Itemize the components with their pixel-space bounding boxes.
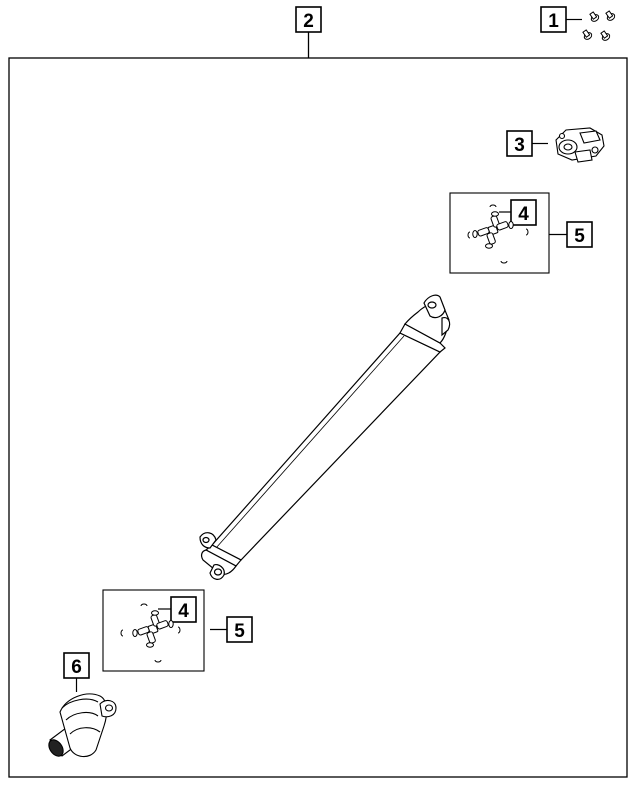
callout-4-upper-label: 4 [518,204,529,225]
callout-6-label: 6 [71,657,82,678]
callout-5-upper-label: 5 [574,226,585,247]
callout-5-lower-label: 5 [234,621,245,642]
callout-6[interactable]: 6 [63,652,90,692]
callout-3-label: 3 [514,135,525,156]
callout-2[interactable]: 2 [295,6,322,58]
assembly-frame [8,57,628,778]
callout-4-lower[interactable]: 4 [158,596,197,623]
callout-3[interactable]: 3 [506,130,548,157]
callout-5-upper[interactable]: 5 [549,221,593,248]
universal-joint-icon [467,204,529,264]
callout-4-lower-label: 4 [178,601,189,622]
universal-joint-icon-lower [120,603,181,663]
u-joint-kit-box-lower [102,589,205,672]
callout-1-label: 1 [548,11,559,32]
bolt-set-icon [582,10,616,41]
callout-2-label: 2 [303,11,314,32]
callout-4-upper[interactable]: 4 [499,199,537,226]
center-bearing-bracket-icon [555,127,605,163]
callout-5-lower[interactable]: 5 [210,616,253,643]
drive-shaft-icon [199,294,451,580]
boot-yoke-icon [48,693,117,758]
callout-1[interactable]: 1 [540,6,582,33]
u-joint-kit-box-upper [449,192,550,274]
